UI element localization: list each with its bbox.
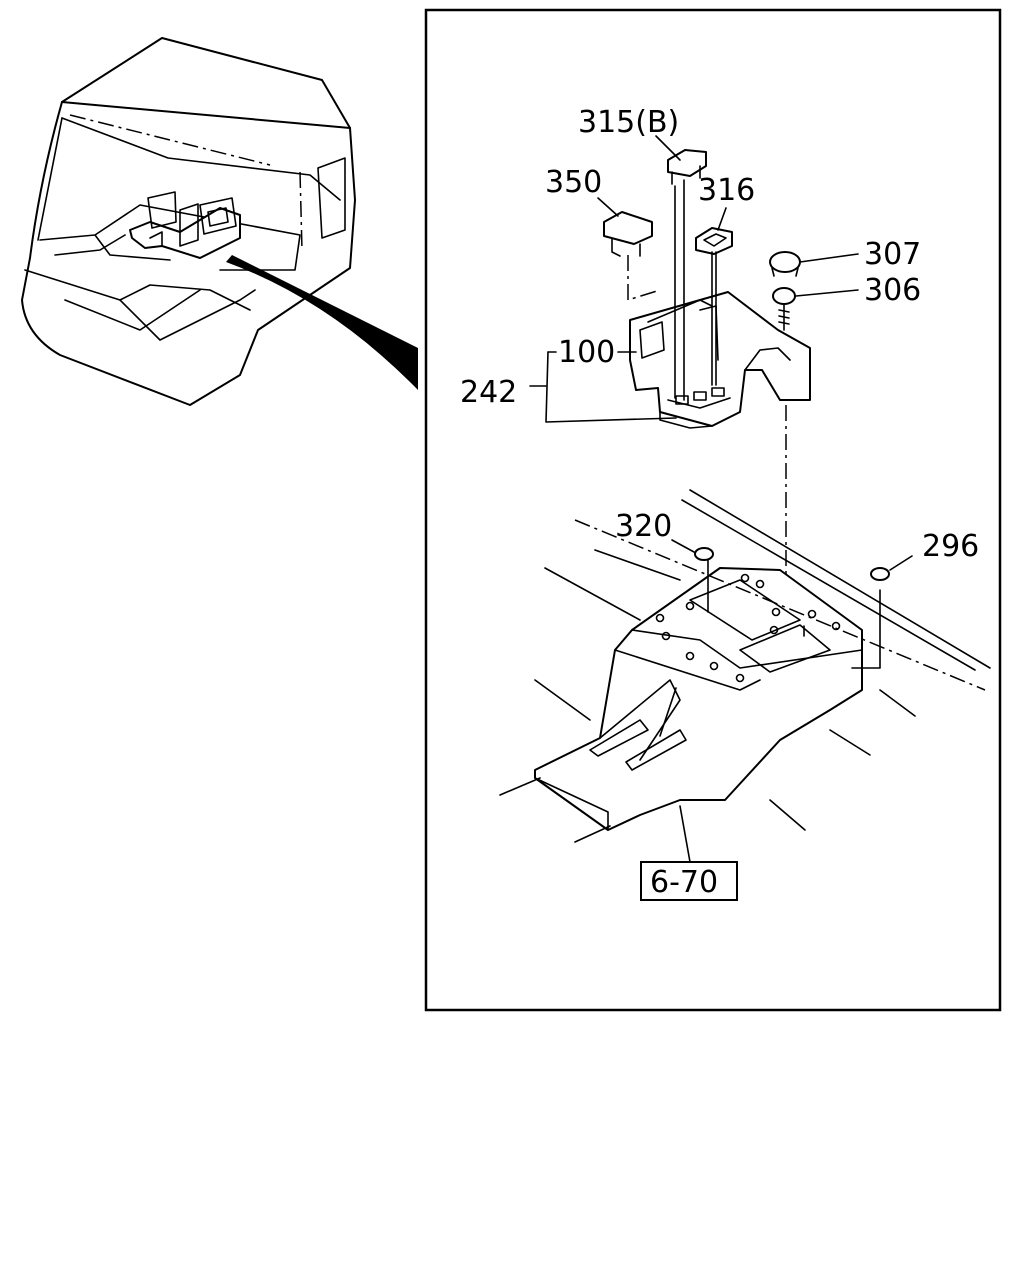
label-296: 296 [922, 529, 979, 564]
part-307 [769, 251, 801, 273]
cab-overview [21, 37, 418, 406]
ref-box [640, 861, 738, 901]
floor-holes [655, 573, 841, 683]
part-350 [603, 211, 653, 245]
part-306 [772, 287, 796, 331]
label-306: 306 [864, 273, 921, 308]
callout-labels: 315(B) 350 316 307 306 100 242 320 296 6… [460, 105, 979, 901]
floor-tunnel [499, 489, 991, 843]
label-315b: 315(B) [578, 105, 679, 140]
console-assembly [603, 149, 811, 600]
detail-frame [424, 8, 1002, 1012]
label-ref-6-70: 6-70 [650, 865, 718, 900]
part-296 [870, 567, 890, 581]
label-242: 242 [460, 375, 517, 410]
part-320 [694, 547, 714, 561]
part-316 [695, 227, 733, 255]
label-316: 316 [698, 173, 755, 208]
part-100 [629, 291, 811, 427]
part-6-70-floor [534, 567, 863, 831]
detail-pointer [226, 255, 418, 390]
label-100: 100 [558, 335, 615, 370]
label-350: 350 [545, 165, 602, 200]
leader-lines [529, 135, 913, 863]
label-307: 307 [864, 237, 921, 272]
label-320: 320 [615, 509, 672, 544]
